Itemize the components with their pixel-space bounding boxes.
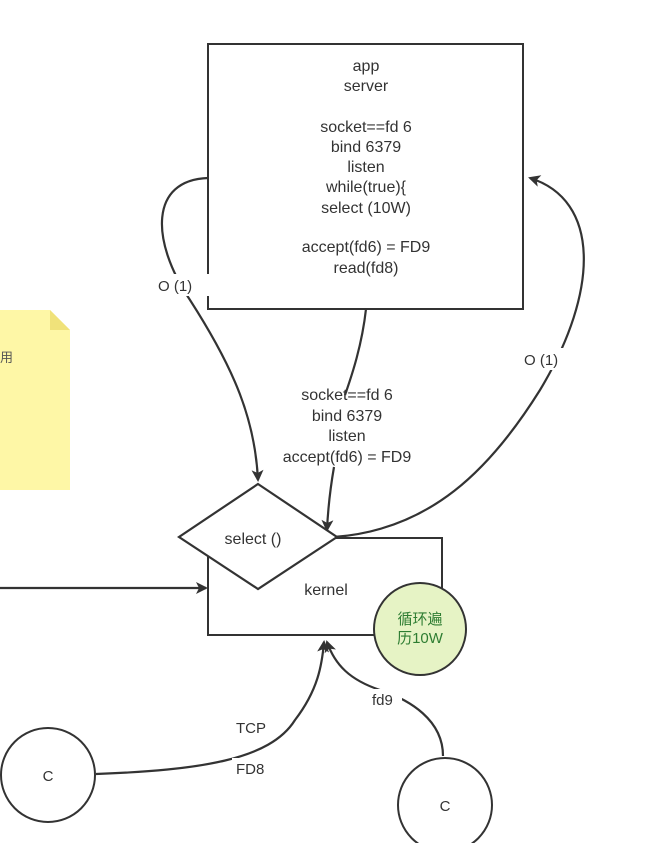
left-loop-label: O (1) xyxy=(158,278,192,295)
app-server-line: app xyxy=(353,58,380,75)
loop-note-line: 循环遍 xyxy=(397,611,442,628)
client-left-label: C xyxy=(43,768,54,785)
app-server-line: server xyxy=(344,78,389,95)
app-server-line: accept(fd6) = FD9 xyxy=(302,239,431,256)
app-server-line: select (10W) xyxy=(321,200,411,217)
right-loop-arrow: O (1) xyxy=(333,175,585,539)
right-loop-label: O (1) xyxy=(524,352,558,369)
app-server-line: bind 6379 xyxy=(331,139,401,156)
app-server-line: socket==fd 6 xyxy=(320,119,412,136)
app-server-line: while(true){ xyxy=(325,179,407,196)
app-server-line: listen xyxy=(347,159,384,176)
kernel-label: kernel xyxy=(304,582,348,599)
middle-label-line: accept(fd6) = FD9 xyxy=(283,449,412,466)
app-server-line: read(fd8) xyxy=(334,260,399,277)
app-server-box: app server socket==fd 6 bind 6379 listen… xyxy=(207,43,524,310)
loop-note-line: 历10W xyxy=(397,630,444,647)
tcp-arrow: TCP FD8 xyxy=(95,640,330,780)
fd8-label: FD8 xyxy=(236,761,264,778)
select-label: select () xyxy=(225,531,282,548)
client-right-label: C xyxy=(440,798,451,815)
middle-label-line: bind 6379 xyxy=(312,408,382,425)
middle-label-line: listen xyxy=(328,428,365,445)
tcp-label: TCP xyxy=(236,720,266,737)
middle-labels: socket==fd 6 bind 6379 listen accept(fd6… xyxy=(283,387,412,466)
middle-label-line: socket==fd 6 xyxy=(301,387,393,404)
center-arrow xyxy=(321,308,368,532)
select-diamond: select () xyxy=(177,482,339,591)
fd9-label: fd9 xyxy=(372,692,393,709)
left-loop-arrow: O (1) xyxy=(152,176,264,482)
sticky-note-text: 用 xyxy=(0,350,13,365)
client-right: C xyxy=(397,757,493,843)
loop-traversal-badge: 循环遍 历10W xyxy=(373,582,467,676)
client-left: C xyxy=(0,727,96,823)
fd9-arrow: fd9 xyxy=(324,640,445,757)
sticky-note: 用 xyxy=(0,310,70,490)
